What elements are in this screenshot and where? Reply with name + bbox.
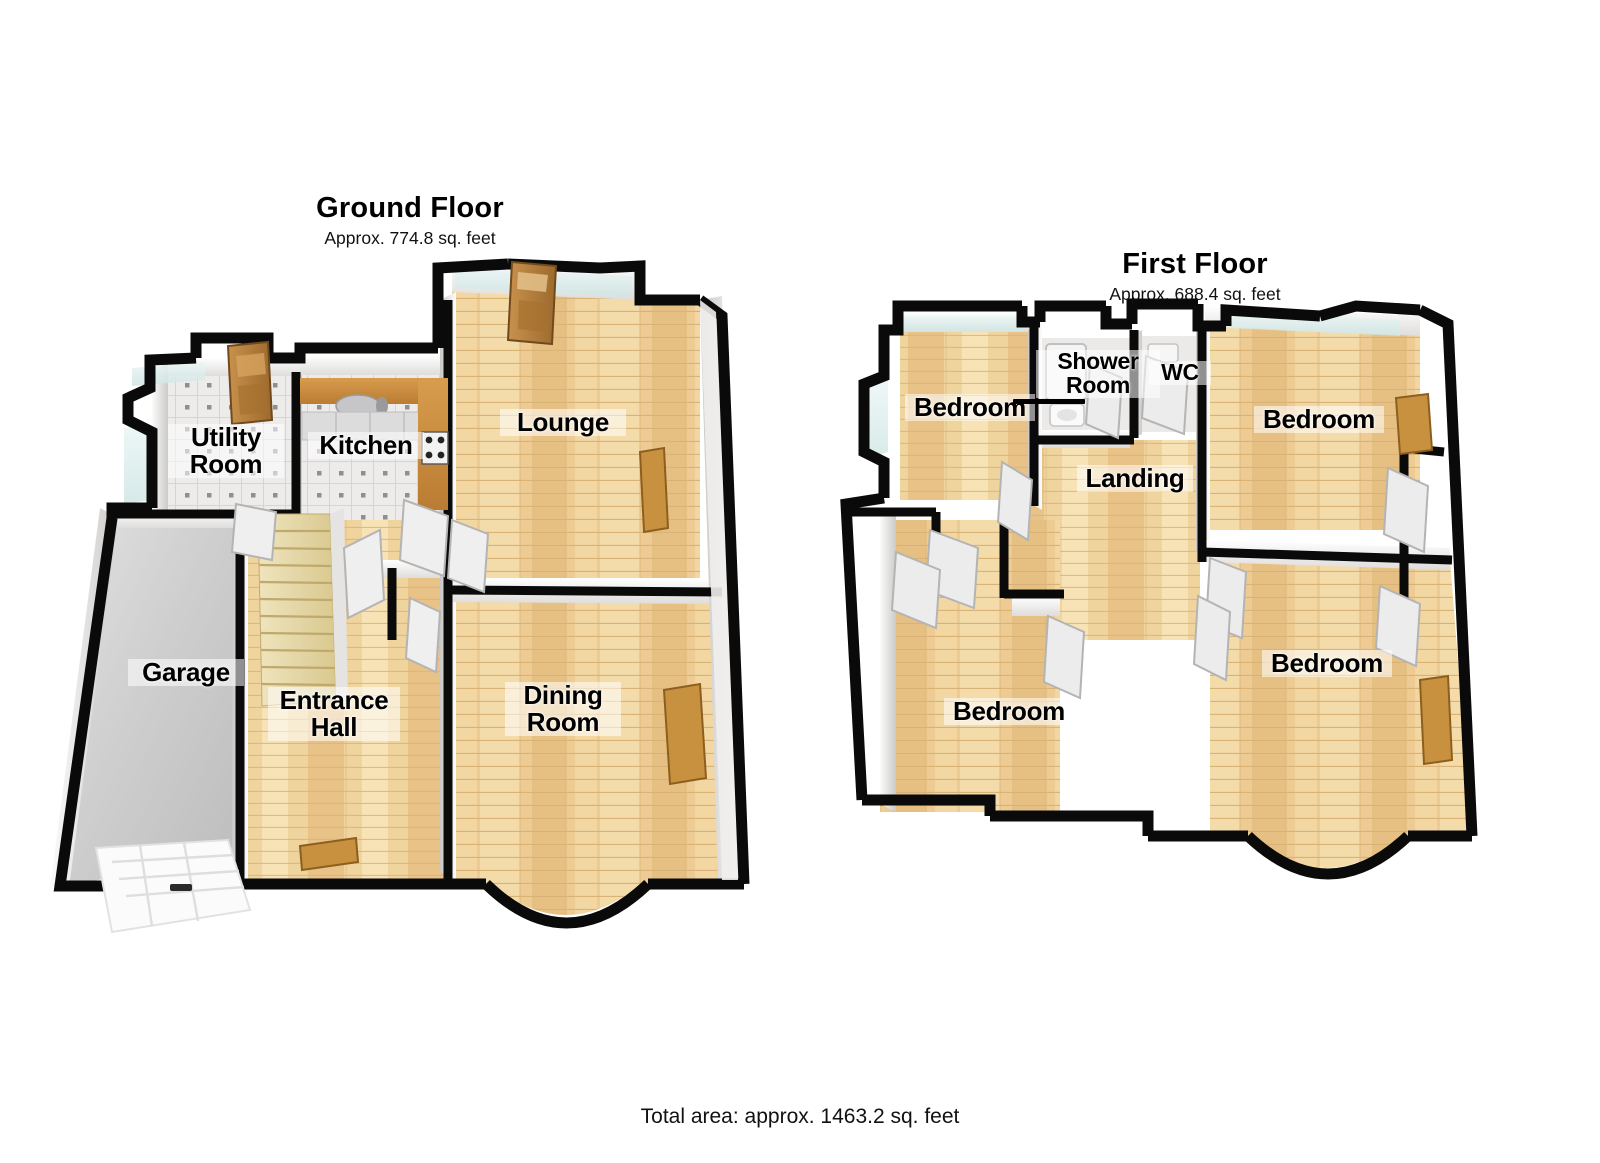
room-label-entrance-hall: Entrance Hall — [268, 686, 400, 742]
door-bed3 — [1042, 614, 1086, 700]
door-utility-hall — [230, 502, 278, 562]
first-floor-area: Approx. 688.4 sq. feet — [1109, 284, 1281, 305]
door-kitchen-rear — [446, 518, 490, 594]
room-label-wc: WC — [1149, 360, 1211, 385]
kitchen-hob — [421, 431, 449, 465]
room-label-utility-room: Utility Room — [168, 423, 284, 479]
total-area-text: Total area: approx. 1463.2 sq. feet — [640, 1105, 960, 1128]
first-floor-plan — [840, 298, 1478, 880]
room-label-shower-room: Shower Room — [1036, 349, 1160, 398]
ground-floor-title: Ground Floor — [316, 192, 504, 224]
staircase-ground — [257, 508, 348, 707]
door-bed1 — [996, 460, 1034, 542]
door-bed4-cupboard-b — [1374, 584, 1422, 668]
first-floor-heading: First Floor Approx. 688.4 sq. feet — [965, 248, 1425, 305]
ground-floor-heading: Ground Floor Approx. 774.8 sq. feet — [180, 192, 640, 249]
room-label-kitchen: Kitchen — [308, 431, 424, 460]
door-bed2-b — [1192, 594, 1232, 682]
dining-bay-floor — [486, 880, 646, 915]
room-label-garage: Garage — [128, 658, 244, 687]
wall-landing-bed3 — [1012, 596, 1060, 616]
dining-room-floor — [452, 595, 740, 886]
partition-bed2-bed4 — [1201, 547, 1453, 565]
shower-room-leader-line — [1013, 399, 1085, 404]
room-label-lounge: Lounge — [500, 408, 626, 437]
ground-floor-plan — [50, 258, 750, 934]
room-label-dining-room: Dining Room — [505, 681, 621, 737]
utility-window-glass-2 — [124, 424, 150, 504]
room-label-bedroom-3: Bedroom — [944, 697, 1074, 726]
door-bed4-cupboard — [1382, 466, 1430, 554]
radiators-ground — [298, 446, 708, 872]
first-floor-title: First Floor — [1122, 248, 1268, 280]
wall-bed3-left — [880, 508, 896, 812]
doors-ground — [226, 260, 558, 674]
bed1-side-window-glass — [868, 378, 888, 458]
wall-kitchen-back — [300, 355, 452, 375]
ground-floor-area: Approx. 774.8 sq. feet — [324, 228, 496, 249]
partition-lounge-dining — [449, 585, 723, 597]
room-label-bedroom-2: Bedroom — [1254, 405, 1384, 434]
room-label-bedroom-1: Bedroom — [905, 393, 1035, 422]
room-label-landing: Landing — [1077, 464, 1193, 493]
bed1-window-glass — [898, 316, 1024, 332]
door-hall-utility — [342, 528, 386, 620]
room-label-bedroom-4: Bedroom — [1262, 649, 1392, 678]
door-hall-dining — [404, 596, 442, 674]
garage-door — [94, 838, 252, 934]
door-hall-kitchen — [398, 498, 450, 578]
radiators-first — [1394, 392, 1454, 766]
door-bed3-cupboard — [890, 550, 942, 630]
